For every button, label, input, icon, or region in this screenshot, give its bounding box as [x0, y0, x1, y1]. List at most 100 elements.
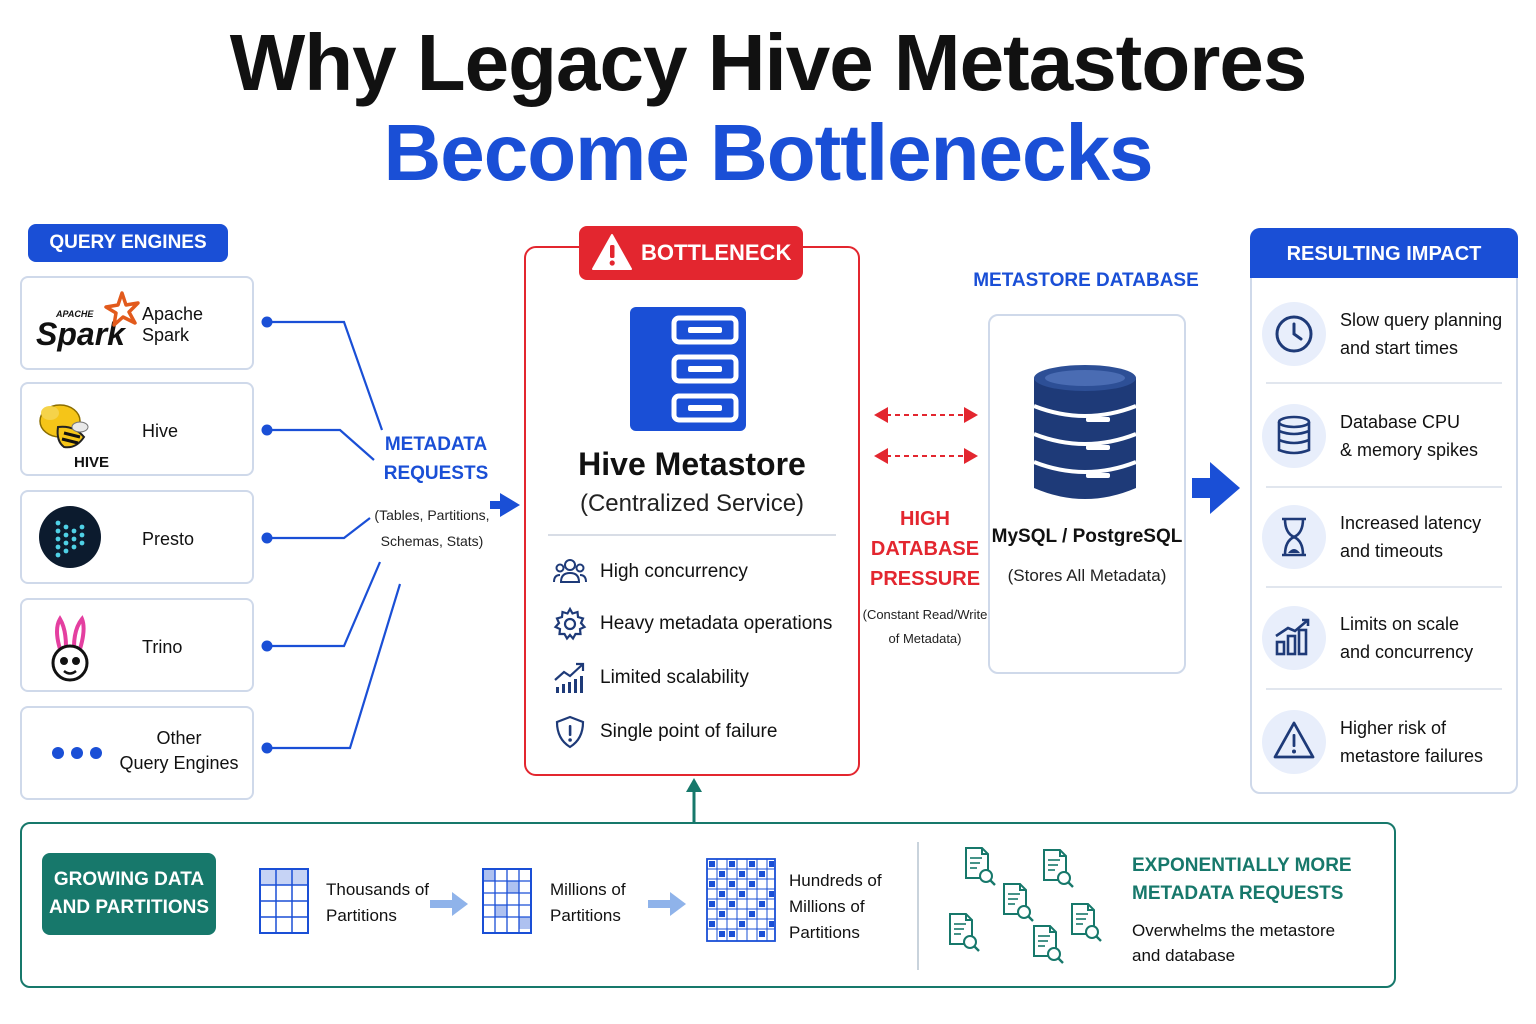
- feature-label: Limited scalability: [600, 667, 749, 688]
- impact-item-db-cpu: Database CPU & memory spikes: [1262, 386, 1506, 486]
- bottleneck-badge-text: BOTTLENECK: [641, 240, 792, 265]
- impact-line2: metastore failures: [1340, 746, 1484, 766]
- impact-line1: Database CPU: [1340, 412, 1461, 432]
- resulting-impact-label: RESULTING IMPACT: [1250, 228, 1518, 278]
- pressure-sub-line1: (Constant Read/Write: [862, 607, 988, 622]
- impact-line1: Slow query planning: [1340, 310, 1503, 330]
- feature-high-concurrency: High concurrency: [552, 554, 748, 590]
- bidirectional-arrows: [874, 407, 978, 464]
- divider: [1266, 688, 1502, 690]
- engine-name-presto: Presto: [142, 528, 195, 549]
- impact-icon-bg: [1262, 302, 1326, 366]
- stage-thousands-label: Thousands of Partitions: [326, 877, 429, 929]
- hive-bee-logo: HIVE: [36, 397, 109, 471]
- exp-title-line1: EXPONENTIALLY MORE: [1132, 855, 1352, 876]
- presto-logo: [36, 505, 106, 569]
- stage-line3: Partitions: [789, 923, 860, 942]
- feature-single-point-failure: Single point of failure: [552, 714, 777, 750]
- arrow-right-icon: [1192, 462, 1240, 514]
- stage-line2: Millions of: [789, 897, 865, 916]
- metadata-requests-sub-line1: (Tables, Partitions,: [374, 507, 490, 523]
- feature-limited-scalability: Limited scalability: [552, 660, 749, 696]
- arrow-right-light-icon: [430, 892, 468, 916]
- exp-sub-line2: and database: [1132, 946, 1236, 965]
- metadata-requests-sub: (Tables, Partitions, Schemas, Stats): [356, 502, 508, 554]
- impact-label: Database CPU & memory spikes: [1340, 386, 1478, 486]
- page-title-line1: Why Legacy Hive Metastores: [229, 18, 1308, 107]
- impact-icon-bg: [1262, 404, 1326, 468]
- growing-data-panel: [20, 822, 1396, 988]
- stage-line2: Partitions: [550, 906, 621, 925]
- impact-icon-bg: [1262, 710, 1326, 774]
- engine-name-spark: Apache Spark: [142, 304, 204, 345]
- growing-data-badge: GROWING DATA AND PARTITIONS: [42, 853, 216, 935]
- shield-alert-icon: [555, 715, 585, 749]
- engine-name-other-line1: Other: [156, 728, 202, 748]
- exp-sub-line1: Overwhelms the metastore: [1132, 921, 1336, 940]
- impact-item-slow-query: Slow query planning and start times: [1262, 284, 1506, 384]
- partition-grid-medium-icon: [482, 868, 532, 934]
- spark-logo-small-text: APACHE: [55, 309, 94, 319]
- divider: [1266, 382, 1502, 384]
- impact-line2: & memory spikes: [1340, 440, 1479, 460]
- engine-card-trino: Trino: [20, 598, 254, 692]
- arrow-up-icon: [686, 778, 702, 824]
- engine-name-other-line2: Query Engines: [119, 753, 239, 773]
- stage-line2: Partitions: [326, 906, 397, 925]
- impact-item-scale: Limits on scale and concurrency: [1262, 588, 1506, 688]
- bar-chart-icon: [1275, 618, 1310, 656]
- database-icon: [1277, 415, 1311, 455]
- feature-label: Heavy metadata operations: [600, 613, 833, 634]
- stage-line1: Millions of: [550, 880, 626, 899]
- divider: [548, 534, 836, 536]
- metadata-requests-label: METADATA REQUESTS: [368, 430, 504, 488]
- pressure-line3: PRESSURE: [870, 568, 981, 590]
- pressure-subtitle: (Constant Read/Write of Metadata): [862, 603, 988, 651]
- trino-bunny-logo: [36, 613, 106, 682]
- divider: [1266, 586, 1502, 588]
- impact-line1: Increased latency: [1340, 513, 1482, 533]
- impact-label: Higher risk of metastore failures: [1340, 692, 1483, 792]
- hourglass-icon: [1282, 517, 1306, 557]
- feature-heavy-metadata: Heavy metadata operations: [552, 606, 832, 642]
- stage-line1: Hundreds of: [789, 871, 882, 890]
- pressure-sub-line2: of Metadata): [888, 631, 962, 646]
- document-search-icons: [948, 846, 1103, 965]
- stage-line1: Thousands of: [326, 880, 430, 899]
- server-icon: [630, 307, 746, 431]
- engine-connector-lines: [261, 316, 520, 754]
- bottleneck-badge: BOTTLENECK: [579, 226, 803, 280]
- hive-metastore-title: Hive Metastore: [578, 446, 806, 482]
- impact-item-failures: Higher risk of metastore failures: [1262, 692, 1506, 792]
- feature-label: Single point of failure: [600, 721, 778, 742]
- impact-line2: and start times: [1340, 338, 1459, 358]
- impact-label: Slow query planning and start times: [1340, 284, 1502, 384]
- warning-icon: [1273, 721, 1315, 759]
- engine-card-spark: APACHE Spark Apache Spark: [20, 276, 254, 370]
- database-subtitle: (Stores All Metadata): [1007, 566, 1167, 585]
- feature-label: High concurrency: [600, 561, 748, 582]
- metadata-requests-line2: REQUESTS: [383, 463, 489, 484]
- high-database-pressure: HIGH DATABASE PRESSURE: [870, 504, 980, 594]
- impact-icon-bg: [1262, 505, 1326, 569]
- page-title-line2: Become Bottlenecks: [383, 108, 1154, 197]
- impact-line1: Higher risk of: [1340, 718, 1447, 738]
- query-engines-label: QUERY ENGINES: [28, 224, 228, 262]
- stage-hundreds-millions-label: Hundreds of Millions of Partitions: [789, 868, 882, 946]
- engine-name-hive: Hive: [142, 420, 179, 441]
- partition-grid-dense-icon: [706, 858, 776, 942]
- pressure-line1: HIGH: [900, 508, 950, 530]
- spark-logo: APACHE Spark: [36, 291, 140, 355]
- partition-grid-small-icon: [259, 868, 309, 934]
- pressure-line2: DATABASE: [870, 538, 980, 560]
- impact-line1: Limits on scale: [1340, 614, 1460, 634]
- engine-card-presto: Presto: [20, 490, 254, 584]
- exponential-requests-subtitle: Overwhelms the metastore and database: [1132, 918, 1392, 968]
- divider: [917, 842, 919, 970]
- engine-card-other: Other Query Engines: [20, 706, 254, 800]
- divider: [1266, 486, 1502, 488]
- engine-name-other: Other Query Engines: [114, 726, 244, 776]
- impact-line2: and concurrency: [1340, 642, 1474, 662]
